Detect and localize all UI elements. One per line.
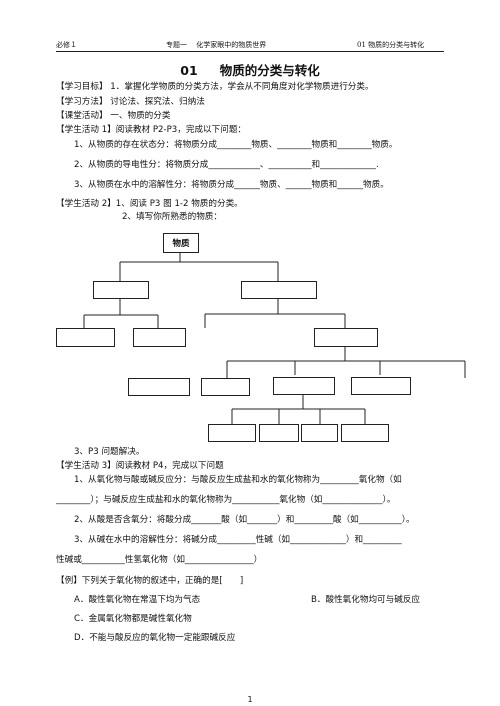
page-title: 01 物质的分类与转化	[0, 60, 500, 79]
activity-1-q1: 1、从物质的存在状态分：将物质分成________物质、________物质和_…	[74, 140, 398, 150]
page-number: 1	[247, 695, 253, 704]
tree-level3-box-2[interactable]	[201, 378, 250, 396]
activity-3-q3-line1: 3、从碱在水中的溶解性分：将碱分成_________性碱（如__________…	[74, 535, 402, 545]
tree-leaf-box-3[interactable]	[301, 424, 338, 442]
learning-goal: 【学习目标】 1．掌握化学物质的分类方法，学会从不同角度对化学物质进行分类。	[56, 82, 374, 92]
tree-leaf-box-2[interactable]	[259, 424, 299, 442]
activity-1-q2: 2、从物质的导电性分：将物质分成____________、__________和…	[74, 160, 379, 170]
tree-level2-box-1[interactable]	[56, 328, 115, 347]
learning-method: 【学习方法】 讨论法、探究法、归纳法	[56, 97, 205, 107]
header-right: 01 物质的分类与转化	[357, 41, 425, 49]
activity-2-heading: 【学生活动 2】1、阅读 P3 图 1-2 物质的分类。	[56, 199, 243, 209]
header-left: 必修１	[56, 41, 77, 49]
activity-3-q3-line2: 性碱或__________性氢氧化物（如________________）	[56, 555, 263, 565]
activity-3-q2: 2、从酸是否含氧分：将酸分成_______酸（如_______）和_______…	[74, 515, 415, 525]
header-rule	[56, 51, 444, 52]
activity-1-q3: 3、从物质在水中的溶解性分：将物质分成______物质、______物质和___…	[74, 180, 389, 190]
tree-level3-box-3[interactable]	[273, 377, 335, 395]
tree-root-label: 物质	[172, 239, 190, 249]
activity-2-task: 2、填写你所熟悉的物质：	[122, 212, 222, 222]
example-option-d[interactable]: D．不能与酸反应的氧化物一定能跟碱反应	[74, 633, 236, 643]
example-option-b[interactable]: B．酸性氧化物均可与碱反应	[311, 595, 421, 605]
tree-root-box: 物质	[163, 233, 199, 253]
activity-3-heading: 【学生活动 3】阅读教材 P4，完成以下问题	[56, 461, 224, 471]
activity-3-q1-line1: 1、从氧化物与酸或碱反应分：与酸反应生成盐和水的氧化物称为_________氧化…	[74, 475, 402, 485]
class-activity: 【课堂活动】 一、物质的分类	[56, 111, 171, 121]
example-option-a[interactable]: A．酸性氧化物在常温下均为气态	[74, 595, 201, 605]
title-number: 01	[180, 63, 198, 78]
header-center: 专题一 化学家眼中的物质世界	[166, 41, 267, 49]
activity-2-q3: 3、P3 问题解决。	[74, 447, 145, 457]
title-text: 物质的分类与转化	[219, 63, 320, 78]
activity-1-heading: 【学生活动 1】阅读教材 P2-P3，完成以下问题：	[56, 125, 247, 135]
tree-leaf-box-4[interactable]	[341, 424, 389, 442]
tree-leaf-box-1[interactable]	[208, 424, 256, 442]
tree-level3-box-4[interactable]	[351, 377, 411, 395]
tree-level3-box-1[interactable]	[128, 378, 190, 396]
example-option-c[interactable]: C．金属氧化物都是碱性氧化物	[74, 614, 192, 624]
tree-level1-right-box[interactable]	[241, 281, 317, 299]
example-stem: 【例】下列关于氧化物的叙述中，正确的是[ ]	[56, 576, 244, 586]
tree-level2-box-3[interactable]	[314, 328, 378, 347]
tree-level2-box-2[interactable]	[133, 328, 186, 347]
activity-3-q1-line2: ________）；与碱反应生成盐和水的氧化物称为___________氧化物（…	[56, 495, 396, 505]
tree-level1-left-box[interactable]	[93, 281, 149, 299]
